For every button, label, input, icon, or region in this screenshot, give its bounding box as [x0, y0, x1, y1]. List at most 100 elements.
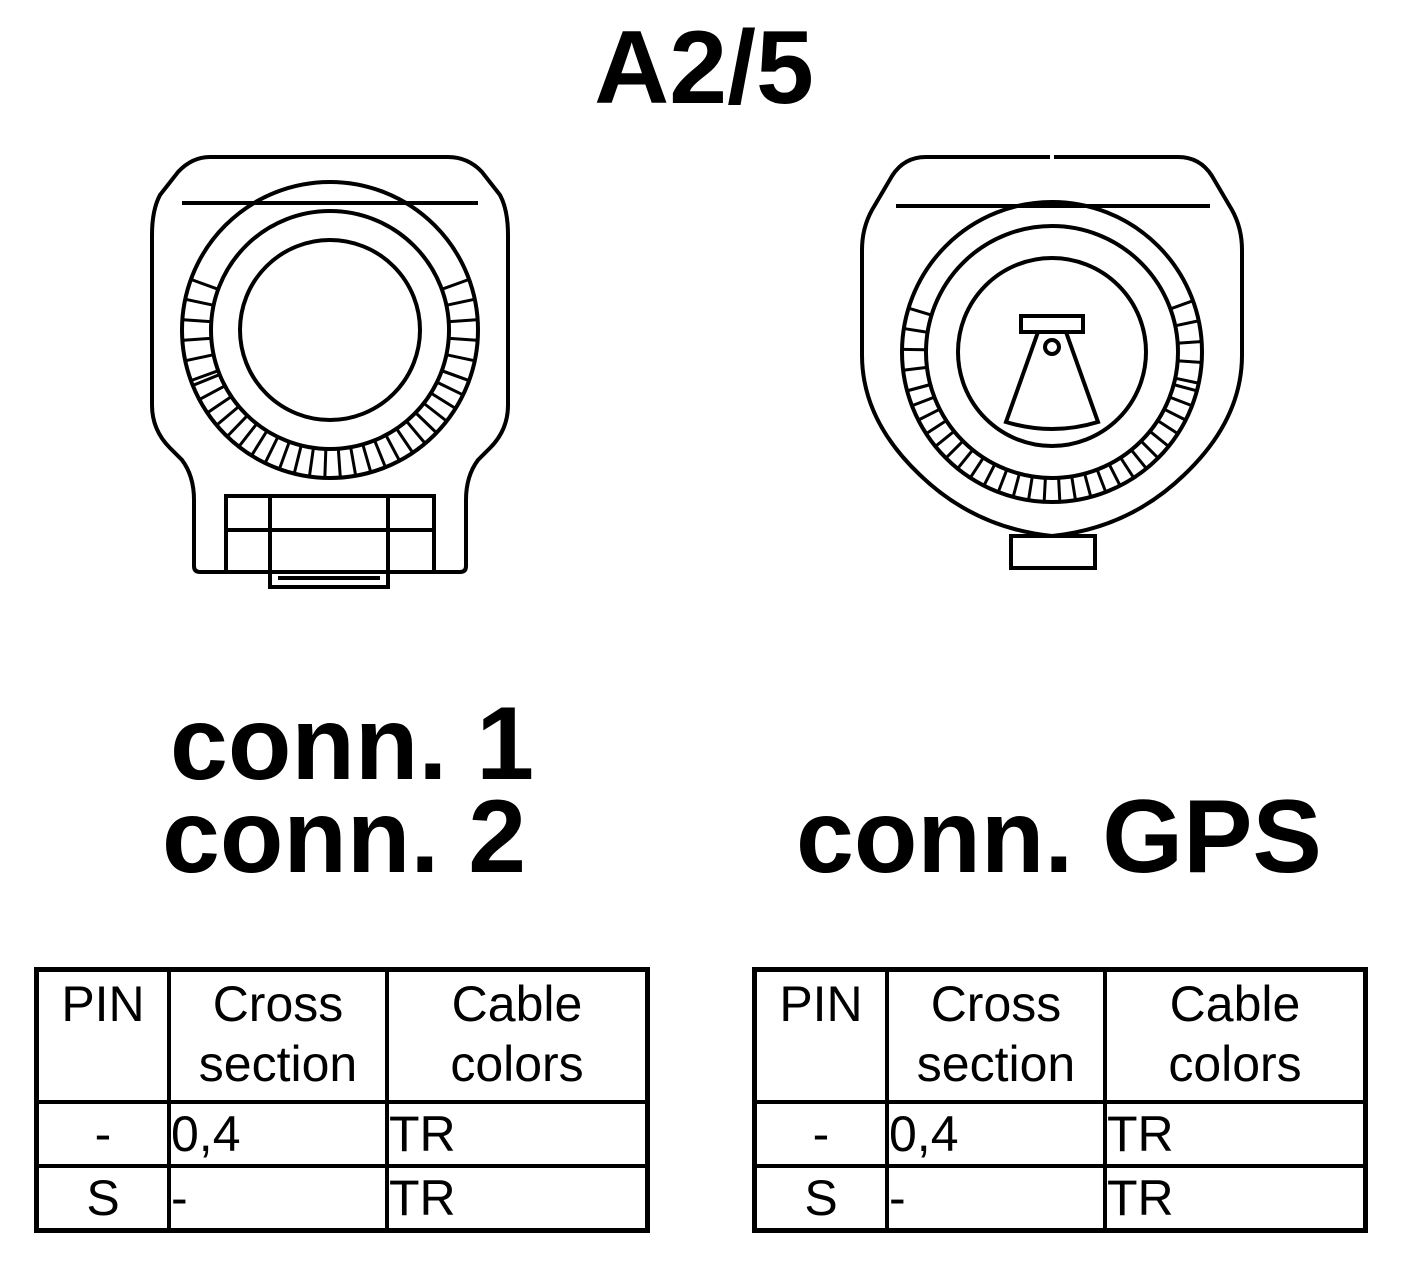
knurl-tick [1178, 359, 1201, 364]
cell-pin: - [34, 1099, 171, 1168]
cell-cable-color: TR [385, 1163, 650, 1232]
knurl-tick [191, 278, 218, 291]
diagram-title: A2/5 [594, 10, 814, 126]
connector-left-label-2: conn. 2 [162, 779, 527, 895]
knurl-tick [292, 446, 303, 473]
knurl-tick [437, 381, 463, 396]
knurl-tick [447, 297, 475, 307]
knurl-tick [1157, 419, 1178, 435]
knurl-tick [373, 440, 387, 467]
knurl-tick [449, 318, 477, 324]
cell-cable-color: TR [1103, 1099, 1368, 1168]
cell-cross-section: 0,4 [167, 1099, 389, 1168]
knurl-tick [183, 318, 211, 324]
knurl-tick [442, 278, 469, 291]
knurl-tick [918, 408, 940, 421]
knurl-tick [442, 369, 469, 382]
table-row: - 0,4 TR [752, 1099, 1368, 1168]
knurl-tick [1164, 408, 1186, 421]
knurl-tick [997, 470, 1008, 492]
knurl-tick [216, 405, 240, 426]
knurl-tick [1170, 299, 1193, 310]
connector-left-drawing [150, 155, 510, 589]
knurl-tick [1170, 396, 1192, 407]
connector-right-label: conn. GPS [796, 779, 1322, 895]
knurl-tick [1057, 478, 1062, 501]
table-row: S - TR [34, 1163, 650, 1232]
knurl-tick [308, 448, 315, 476]
knurl-tick [903, 365, 927, 372]
knurl-tick [193, 373, 220, 387]
knurl-tick [395, 428, 414, 453]
knurl-tick [1027, 477, 1034, 500]
knurl-tick [945, 440, 964, 459]
knurl-tick [430, 392, 456, 410]
header-pin: PIN [752, 967, 889, 1104]
knurl-tick [207, 395, 232, 414]
knurl-tick [907, 383, 930, 393]
knurl-tick [361, 444, 372, 472]
knurl-tick [264, 437, 279, 463]
knurl-tick [278, 442, 291, 469]
knurl-tick [183, 336, 211, 342]
knurl-tick [1175, 319, 1199, 328]
knurl-tick [1011, 474, 1021, 497]
connector-left-label-1: conn. 1 [170, 686, 535, 802]
knurl-tick [1042, 478, 1047, 501]
knurl-tick [983, 464, 996, 486]
cell-cross-section: - [885, 1163, 1107, 1232]
knurl-tick [191, 369, 218, 382]
knurl-tick [1178, 340, 1201, 345]
cell-cross-section: - [167, 1163, 389, 1232]
knurl-tick [904, 327, 927, 334]
knurl-tick [1070, 477, 1077, 500]
knurl-tick [185, 353, 213, 363]
knurl-tick [935, 430, 955, 447]
knurl-tick [1119, 457, 1135, 478]
knurl-tick [185, 297, 213, 307]
knurl-tick [336, 449, 342, 477]
connector-right-drawing [860, 152, 1244, 570]
cell-pin: S [752, 1163, 889, 1232]
knurl-tick [1130, 449, 1147, 469]
header-pin: PIN [34, 967, 171, 1104]
knurl-tick [415, 412, 437, 434]
knurl-tick [250, 430, 268, 456]
cell-cable-color: TR [1103, 1163, 1368, 1232]
table-row: S - TR [752, 1163, 1368, 1232]
knurl-tick [349, 447, 358, 476]
knurl-tick [912, 396, 934, 407]
cell-cable-color: TR [385, 1099, 650, 1168]
knurl-tick [423, 402, 447, 422]
knurl-tick [926, 419, 947, 435]
knurl-tick [323, 449, 328, 477]
knurl-tick [1140, 440, 1159, 459]
knurl-tick [385, 435, 401, 461]
knurl-tick [1175, 376, 1199, 385]
cell-pin: S [34, 1163, 171, 1232]
knurl-tick [1174, 383, 1197, 393]
cell-cross-section: 0,4 [885, 1099, 1107, 1168]
cell-pin: - [752, 1099, 889, 1168]
knurl-tick [1108, 464, 1121, 486]
knurl-tick [969, 457, 985, 478]
table-row: - 0,4 TR [34, 1099, 650, 1168]
knurl-tick [199, 385, 225, 401]
knurl-tick [238, 423, 258, 447]
knurl-tick [1096, 470, 1107, 492]
knurl-tick [1083, 474, 1093, 497]
knurl-tick [909, 307, 931, 317]
knurl-tick [957, 449, 974, 469]
knurl-tick [1149, 430, 1169, 447]
knurl-tick [226, 415, 248, 437]
knurl-tick [447, 353, 475, 363]
